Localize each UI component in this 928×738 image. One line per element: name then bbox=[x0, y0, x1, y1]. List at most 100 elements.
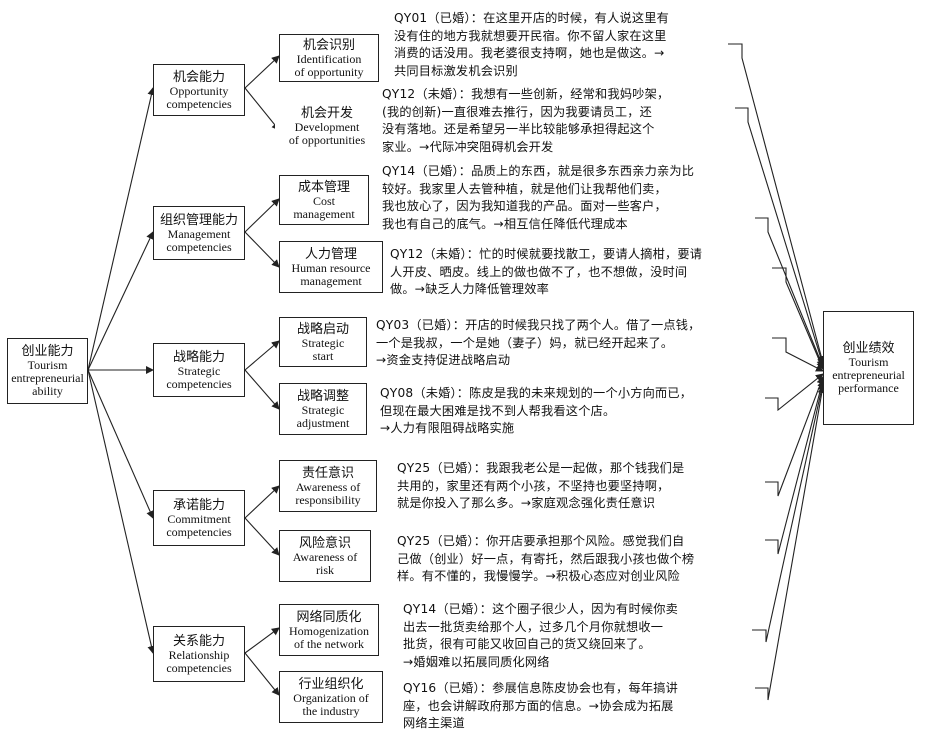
sub-label-en: Strategic bbox=[301, 402, 345, 417]
category-label-en: Management bbox=[167, 226, 231, 241]
category-relationship: 关系能力 Relationship competencies bbox=[153, 626, 245, 682]
quote-qy25-a: QY25（已婚）：我跟我老公是一起做，那个钱我们是 共用的，家里还有两个小孩，不… bbox=[397, 460, 684, 513]
sub-strategic-start: 战略启动 Strategic start bbox=[279, 317, 367, 367]
arrow-cat2-to-sub4 bbox=[244, 231, 280, 268]
category-label-zh: 战略能力 bbox=[172, 349, 225, 365]
category-label-en: Commitment bbox=[167, 511, 231, 526]
arrow-cat4-to-sub8 bbox=[244, 517, 280, 556]
sub-label-zh: 责任意识 bbox=[301, 465, 354, 481]
sub-label-en: management bbox=[293, 206, 355, 221]
quote-line: (我的创新)一直很难去推行，因为我要请员工，还 bbox=[382, 104, 653, 119]
quote-line: 出去一批货卖给那个人，过多几个月你就想收一 bbox=[403, 619, 664, 634]
category-label-zh: 机会能力 bbox=[172, 69, 225, 85]
sub-label-zh: 机会识别 bbox=[302, 37, 355, 53]
sub-label-zh: 机会开发 bbox=[300, 105, 353, 121]
quote-qy12-a: QY12（未婚）：我想有一些创新，经常和我妈吵架， (我的创新)一直很难去推行，… bbox=[382, 86, 669, 156]
quote-line: 座，也会讲解政府那方面的信息。→协会成为拓展 bbox=[403, 698, 674, 713]
quote-line: QY12（未婚）：忙的时候就要找散工，要请人摘柑，要请 bbox=[390, 247, 703, 261]
sub-identification-of-opportunity: 机会识别 Identification of opportunity bbox=[279, 34, 379, 82]
root-tourism-entrepreneurial-ability: 创业能力 Tourism entrepreneurial ability bbox=[7, 338, 88, 404]
sub-label-en: of the network bbox=[294, 636, 364, 651]
sub-label-en: management bbox=[300, 273, 362, 288]
quote-qy03: QY03（已婚）：开店的时候我只找了两个人。借了一点钱， 一个是我叔，一个是她（… bbox=[376, 317, 701, 370]
bracket-quote-3 bbox=[755, 217, 825, 368]
sub-label-en: the industry bbox=[302, 703, 360, 718]
category-label-en: Strategic bbox=[177, 363, 221, 378]
arrow-cat1-to-sub2 bbox=[244, 87, 280, 131]
arrow-cat3-to-sub5 bbox=[244, 340, 280, 371]
quote-line: 己做（创业）好一点，有寄托，然后跟我小孩也做个榜 bbox=[397, 551, 695, 566]
quote-line: 共同目标激发机会识别 bbox=[394, 63, 518, 78]
quote-line: 样。有不懂的，我慢慢学。→积极心态应对创业风险 bbox=[397, 569, 680, 583]
quote-line: 没有落地。还是希望另一半比较能够承担得起这个 bbox=[382, 122, 655, 136]
category-label-en: competencies bbox=[166, 660, 232, 675]
sub-label-zh: 成本管理 bbox=[297, 179, 350, 195]
category-management: 组织管理能力 Management competencies bbox=[153, 206, 245, 260]
quote-qy01: QY01（已婚）：在这里开店的时候，有人说这里有 没有住的地方我就想要开民宿。你… bbox=[394, 10, 669, 80]
arrow-cat2-to-sub3 bbox=[244, 198, 280, 233]
category-label-en: competencies bbox=[166, 96, 232, 111]
sub-label-en: Strategic bbox=[301, 335, 345, 350]
quote-line: 一个是我叔，一个是她（妻子）妈，就已经开起来了。 bbox=[376, 335, 674, 350]
quote-line: →婚姻难以拓展同质化网络 bbox=[403, 654, 550, 669]
quote-line: QY14（已婚）：品质上的东西，就是很多东西亲力亲为比 bbox=[382, 164, 695, 178]
root-label-zh: 创业能力 bbox=[21, 344, 74, 359]
quote-line: 但现在最大困难是找不到人帮我看这个店。 bbox=[380, 403, 616, 418]
quote-line: 就是你投入了那么多。→家庭观念强化责任意识 bbox=[397, 496, 656, 510]
sub-label-en: adjustment bbox=[296, 415, 350, 430]
category-opportunity: 机会能力 Opportunity competencies bbox=[153, 64, 245, 116]
quote-line: 我也放心了，因为我知道我的产品。面对一些客户， bbox=[382, 199, 667, 213]
arrow-root-to-management bbox=[87, 231, 154, 371]
bracket-quote-6 bbox=[765, 373, 824, 412]
quote-line: QY01（已婚）：在这里开店的时候，有人说这里有 bbox=[394, 11, 669, 25]
bracket-quote-8 bbox=[765, 379, 826, 555]
category-label-en: Relationship bbox=[168, 647, 230, 662]
bracket-quote-10 bbox=[755, 385, 826, 701]
quote-line: 没有住的地方我就想要开民宿。你不留人家在这里 bbox=[394, 28, 667, 43]
bracket-quote-1 bbox=[728, 43, 826, 364]
root-label-en-3: ability bbox=[32, 384, 63, 398]
bracket-quote-7 bbox=[765, 376, 825, 497]
arrow-root-to-relationship bbox=[87, 369, 156, 654]
quote-line: QY25（已婚）：你开店要承担那个风险。感觉我们自 bbox=[397, 534, 685, 548]
quote-line: 网络主渠道 bbox=[403, 716, 465, 730]
category-label-zh: 组织管理能力 bbox=[159, 212, 238, 228]
arrow-root-to-opportunity bbox=[87, 87, 156, 371]
category-label-zh: 承诺能力 bbox=[172, 497, 225, 513]
sub-label-en: Development bbox=[294, 119, 360, 134]
quote-qy16: QY16（已婚）：参展信息陈皮协会也有，每年搞讲 座，也会讲解政府那方面的信息。… bbox=[403, 680, 678, 733]
category-label-zh: 关系能力 bbox=[172, 633, 225, 649]
arrow-cat5-to-sub10 bbox=[244, 652, 280, 696]
arrow-cat5-to-sub9 bbox=[244, 627, 280, 654]
sub-awareness-of-risk: 风险意识 Awareness of risk bbox=[279, 530, 371, 582]
sub-label-zh: 人力管理 bbox=[304, 246, 357, 262]
category-label-en: competencies bbox=[166, 524, 232, 539]
quote-line: →资金支持促进战略启动 bbox=[376, 353, 511, 367]
quote-line: QY03（已婚）：开店的时候我只找了两个人。借了一点钱， bbox=[376, 318, 701, 332]
category-label-en: competencies bbox=[166, 239, 232, 254]
sub-label-en: Human resource bbox=[291, 260, 371, 275]
quote-line: QY16（已婚）：参展信息陈皮协会也有，每年搞讲 bbox=[403, 681, 678, 695]
sub-label-en: of opportunities bbox=[288, 132, 366, 147]
sub-awareness-of-responsibility: 责任意识 Awareness of responsibility bbox=[279, 460, 377, 512]
quote-line: 批货，很有可能又收回自己的货又绕回来了。 bbox=[403, 637, 651, 651]
sub-label-zh: 战略调整 bbox=[296, 388, 349, 404]
bracket-quote-4 bbox=[772, 267, 824, 370]
quote-line: 人开皮、晒皮。线上的做也做不了，也不想做，没时间 bbox=[390, 264, 688, 279]
category-label-en: competencies bbox=[166, 376, 232, 391]
quote-line: QY25（已婚）：我跟我老公是一起做，那个钱我们是 bbox=[397, 461, 685, 475]
root-label-en-1: Tourism bbox=[27, 358, 68, 372]
sub-label-en: responsibility bbox=[295, 492, 361, 507]
sub-label-zh: 战略启动 bbox=[296, 321, 349, 337]
sub-homogenization-of-network: 网络同质化 Homogenization of the network bbox=[279, 604, 379, 656]
quote-line: 消费的话没用。我老婆很支持啊，她也是做这。→ bbox=[394, 46, 665, 60]
arrow-cat4-to-sub7 bbox=[244, 485, 280, 519]
quote-line: 我也有自己的底气。→相互信任降低代理成本 bbox=[382, 216, 628, 231]
bracket-quote-2 bbox=[735, 107, 825, 366]
sub-label-en: Identification bbox=[296, 51, 362, 66]
quote-line: QY12（未婚）：我想有一些创新，经常和我妈吵架， bbox=[382, 87, 670, 101]
sub-strategic-adjustment: 战略调整 Strategic adjustment bbox=[279, 383, 367, 435]
sub-label-zh: 行业组织化 bbox=[298, 676, 364, 692]
arrow-cat1-to-sub1 bbox=[244, 55, 280, 89]
